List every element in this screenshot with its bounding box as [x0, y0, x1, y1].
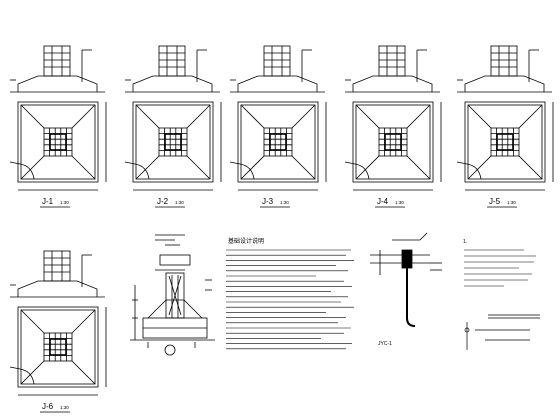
footing-label: J-4 — [377, 197, 389, 206]
footing-scale: 1:30 — [395, 200, 404, 205]
footing-scale: 1:30 — [507, 200, 516, 205]
pile-detail — [464, 314, 540, 350]
footing-label: J-5 — [489, 197, 501, 206]
notes-title: 基础设计说明 — [228, 237, 264, 245]
footing-label: J-1 — [42, 197, 54, 206]
general-notes: 基础设计说明 — [226, 237, 354, 350]
footing-scale: 1:30 — [60, 200, 69, 205]
right-notes-lines — [464, 249, 536, 287]
notes-text-lines — [226, 249, 354, 350]
detail-label: JYC-1 — [378, 341, 392, 347]
footing-label: J-2 — [157, 197, 169, 206]
column-section-detail — [130, 234, 215, 356]
footing-label: J-6 — [42, 402, 54, 411]
footing-j-1: J-1 1:30 — [9, 45, 107, 208]
right-notes: 1. — [463, 239, 540, 350]
footing-j-4: J-4 1:30 — [344, 45, 442, 208]
footing-label: J-3 — [262, 197, 274, 206]
footing-j-2: J-2 1:30 — [124, 45, 222, 208]
footing-scale: 1:30 — [280, 200, 289, 205]
footing-j-6: J-6 1:30 — [9, 250, 107, 413]
footing-scale: 1:30 — [60, 405, 69, 410]
right-notes-title: 1. — [463, 239, 467, 245]
footing-j-5: J-5 1:30 — [456, 45, 554, 208]
rebar-hook-detail — [370, 232, 442, 327]
footing-scale: 1:30 — [175, 200, 184, 205]
footing-j-3: J-3 1:30 — [229, 45, 327, 208]
